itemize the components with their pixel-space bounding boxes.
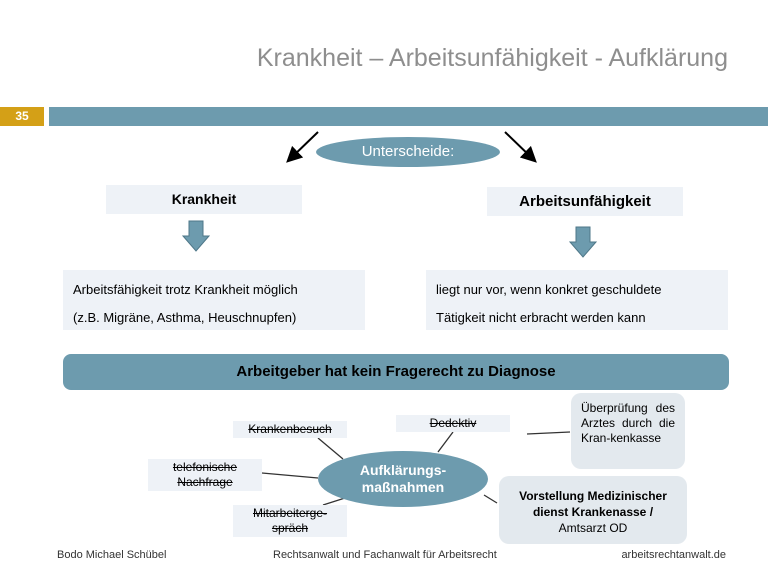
measure-vorstellung: Vorstellung Medizinischer dienst Kranken… [499,476,687,544]
illness-desc-line2: (z.B. Migräne, Asthma, Heuschnupfen) [73,310,297,325]
telefon-line2: Nachfrage [177,475,233,489]
illness-description: Arbeitsfähigkeit trotz Krankheit möglich… [63,270,365,330]
measure-telefon: telefonische Nachfrage [148,459,262,491]
footer-website: arbeitsrechtanwalt.de [621,549,726,561]
arrow-right [504,131,537,163]
down-arrow-right-icon [568,226,598,258]
incapacity-description: liegt nur vor, wenn konkret geschuldete … [426,270,728,330]
measure-mitarbeiter: Mitarbeiterge- spräch [233,505,347,537]
measure-ueberpruefung: Überprüfung des Arztes durch die Kran-ke… [571,393,685,469]
measure-detektiv: Dedektiv [396,415,510,432]
vorstellung-line3: Amtsarzt OD [558,521,628,535]
connector-telefon [261,472,319,479]
incapacity-header: Arbeitsunfähigkeit [487,187,683,216]
distinguish-node: Unterscheide: [316,137,500,167]
connector-krankenbesuch [317,437,344,460]
illness-desc-line1: Arbeitsfähigkeit trotz Krankheit möglich [73,282,298,297]
clarification-measures-node: Aufklärungs- maßnahmen [318,451,488,507]
footer-author: Bodo Michael Schübel [57,549,167,561]
arrow-left [286,131,319,163]
connector-vorstellung [483,494,498,504]
slide-title: Krankheit – Arbeitsunfähigkeit - Aufklär… [256,44,728,72]
telefon-line1: telefonische [172,460,238,474]
page-number: 35 [0,107,44,126]
mitarbeiter-line1: Mitarbeiterge- [252,506,328,520]
footer-role: Rechtsanwalt und Fachanwalt für Arbeitsr… [273,549,497,561]
clarification-line1: Aufklärungs- [359,462,447,478]
header-accent-bar [49,107,768,126]
no-right-to-ask-banner: Arbeitgeber hat kein Fragerecht zu Diagn… [63,354,729,390]
mitarbeiter-line2: spräch [271,521,309,535]
connector-ueberpruefung [526,431,571,435]
vorstellung-line2: dienst Krankenasse / [532,505,654,519]
down-arrow-left-icon [181,220,211,252]
incapacity-desc-line2: Tätigkeit nicht erbracht werden kann [436,310,646,325]
connector-detektiv [437,431,454,453]
incapacity-desc-line1: liegt nur vor, wenn konkret geschuldete [436,282,662,297]
vorstellung-line1: Vorstellung Medizinischer [519,489,667,503]
illness-header: Krankheit [106,185,302,214]
connector-mitarbeiter [322,497,346,506]
clarification-line2: maßnahmen [361,479,445,495]
measure-krankenbesuch: Krankenbesuch [233,421,347,438]
